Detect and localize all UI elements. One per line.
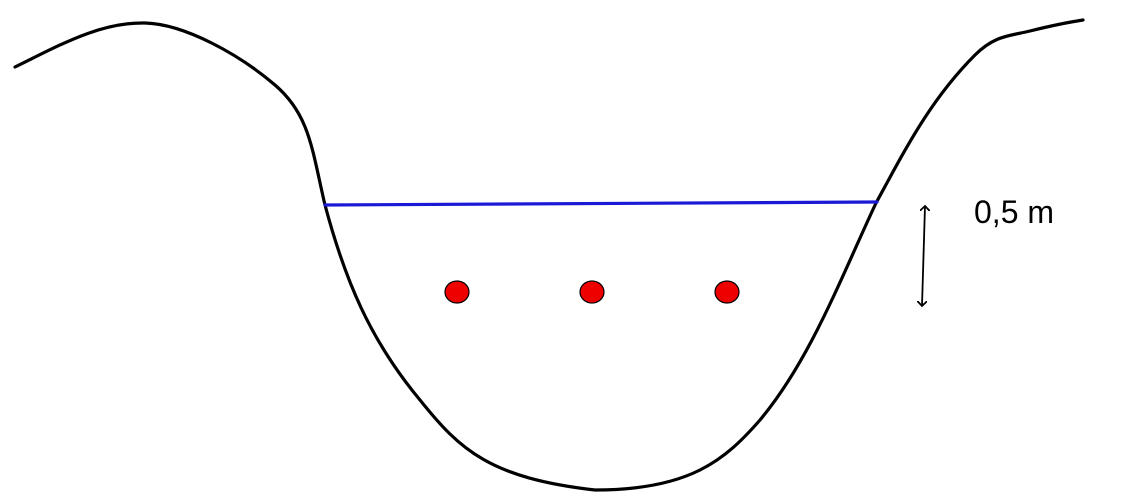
sample-point-center xyxy=(579,280,605,304)
sample-point-left xyxy=(444,280,470,304)
water-surface-line xyxy=(323,200,879,207)
depth-arrow xyxy=(922,206,925,306)
sample-points xyxy=(444,280,740,304)
depth-label: 0,5 m xyxy=(974,194,1055,230)
riverbed-profile xyxy=(13,18,1085,492)
sample-point-right xyxy=(714,280,740,304)
